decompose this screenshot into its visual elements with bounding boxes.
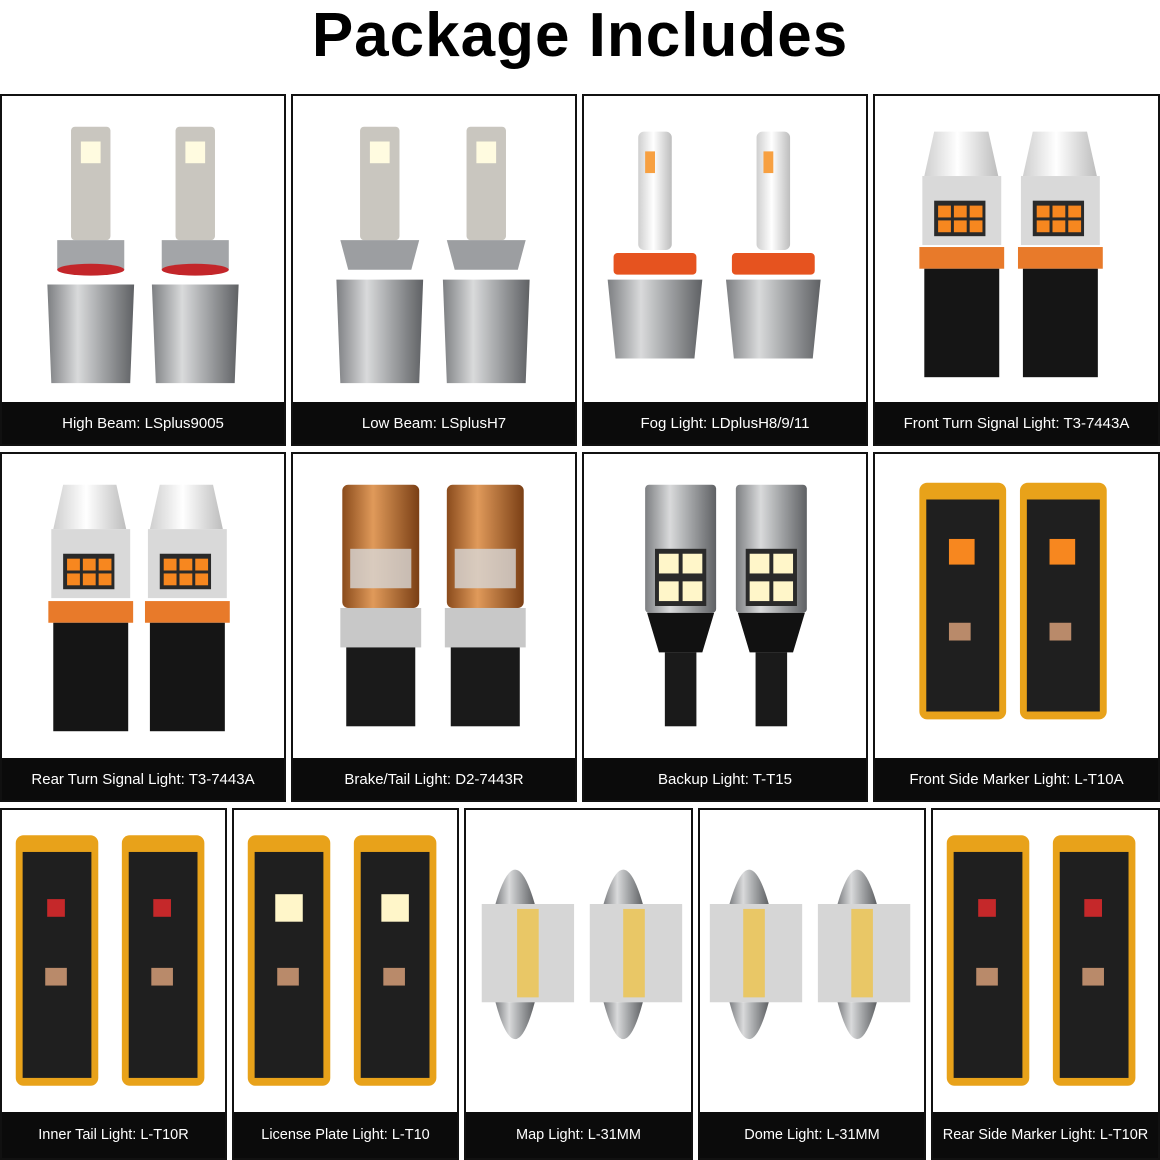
product-caption: Fog Light: LDplusH8/9/11 (584, 402, 866, 444)
product-card-high-beam: High Beam: LSplus9005 (0, 94, 286, 446)
product-caption: Brake/Tail Light: D2-7443R (293, 758, 575, 800)
wedge-bulb-copper-pair-icon (293, 454, 575, 758)
product-caption: Dome Light: L-31MM (700, 1112, 924, 1158)
product-caption: Rear Turn Signal Light: T3-7443A (2, 758, 284, 800)
product-caption: Inner Tail Light: L-T10R (2, 1112, 225, 1158)
product-caption: Low Beam: LSplusH7 (293, 402, 575, 444)
product-card-dome-light: Dome Light: L-31MM (698, 808, 926, 1160)
product-card-front-side-marker: Front Side Marker Light: L-T10A (873, 452, 1160, 802)
product-card-brake-tail: Brake/Tail Light: D2-7443R (291, 452, 577, 802)
wedge-bulb-amber-pair-icon (875, 96, 1158, 402)
product-caption: License Plate Light: L-T10 (234, 1112, 457, 1158)
t15-bulb-white-pair-icon (584, 454, 866, 758)
product-card-low-beam: Low Beam: LSplusH7 (291, 94, 577, 446)
led-headlight-bulb-pair-icon (293, 96, 575, 402)
festoon-bulb-pair-icon (466, 810, 691, 1112)
product-card-front-turn-signal: Front Turn Signal Light: T3-7443A (873, 94, 1160, 446)
t10-pcb-red-pair-icon (933, 810, 1158, 1112)
wedge-bulb-amber-pair-icon (2, 454, 284, 758)
product-caption: Map Light: L-31MM (466, 1112, 691, 1158)
page-title: Package Includes (311, 0, 849, 70)
product-caption: High Beam: LSplus9005 (2, 402, 284, 444)
festoon-bulb-pair-icon (700, 810, 924, 1112)
product-card-inner-tail: Inner Tail Light: L-T10R (0, 808, 227, 1160)
t10-pcb-amber-pair-icon (875, 454, 1158, 758)
product-card-license-plate: License Plate Light: L-T10 (232, 808, 459, 1160)
t10-pcb-red-pair-icon (2, 810, 225, 1112)
product-caption: Rear Side Marker Light: L-T10R (933, 1112, 1158, 1158)
product-card-rear-side-marker: Rear Side Marker Light: L-T10R (931, 808, 1160, 1160)
product-card-backup-light: Backup Light: T-T15 (582, 452, 868, 802)
product-card-fog-light: Fog Light: LDplusH8/9/11 (582, 94, 868, 446)
product-card-map-light: Map Light: L-31MM (464, 808, 693, 1160)
product-caption: Backup Light: T-T15 (584, 758, 866, 800)
led-headlight-bulb-pair-icon (2, 96, 284, 402)
product-caption: Front Side Marker Light: L-T10A (875, 758, 1158, 800)
t10-pcb-white-pair-icon (234, 810, 457, 1112)
product-card-rear-turn-signal: Rear Turn Signal Light: T3-7443A (0, 452, 286, 802)
product-caption: Front Turn Signal Light: T3-7443A (875, 402, 1158, 444)
led-fog-bulb-pair-icon (584, 96, 866, 402)
